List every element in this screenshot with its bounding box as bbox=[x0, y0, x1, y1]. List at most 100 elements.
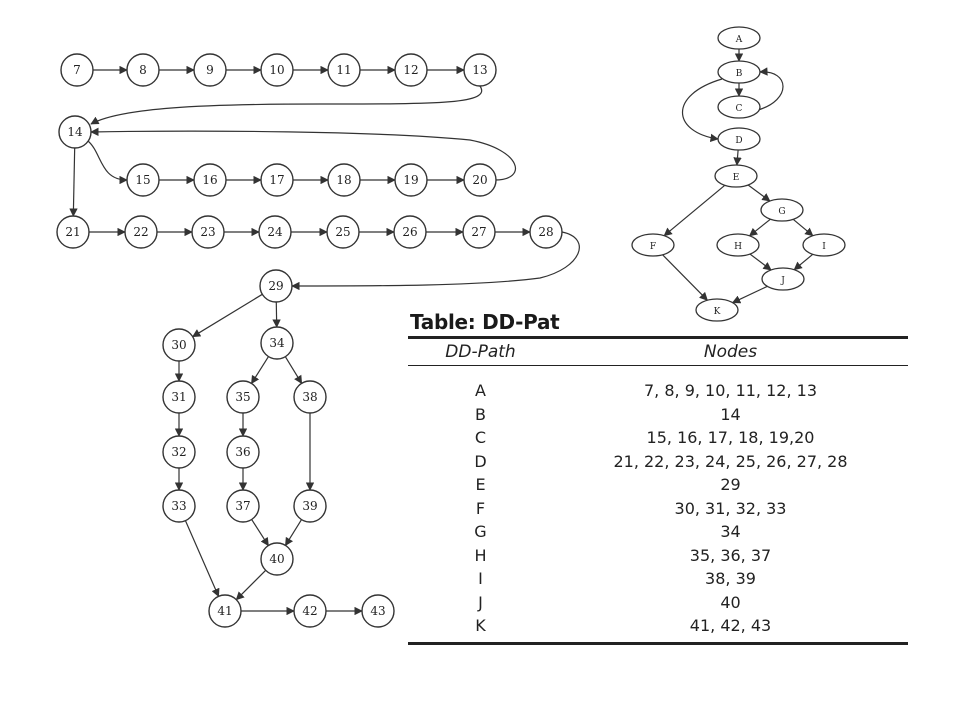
fg-node-shape bbox=[327, 53, 361, 87]
fg-node-label: 26 bbox=[402, 225, 417, 239]
table-header-row: DD-Path Nodes bbox=[408, 339, 908, 365]
flow-graph-edges bbox=[69, 65, 580, 616]
fg-node-label: 32 bbox=[171, 445, 186, 459]
cell-nodes: 40 bbox=[720, 592, 741, 612]
fg-edge-33-41 bbox=[184, 520, 220, 598]
table-row: E 29 bbox=[408, 473, 908, 497]
header-dd-path: DD-Path bbox=[445, 342, 516, 362]
fg-node-shape bbox=[394, 163, 428, 197]
dd-node-I: I bbox=[802, 233, 846, 257]
dd-node-shape bbox=[717, 95, 761, 119]
fg-node-shape bbox=[226, 380, 260, 414]
dd-node-shape bbox=[717, 127, 761, 151]
fg-node-40: 40 bbox=[260, 542, 294, 576]
cell-dd-path: K bbox=[475, 616, 486, 636]
fg-node-label: 31 bbox=[171, 390, 186, 404]
fg-edge-37-40 bbox=[251, 519, 269, 547]
fg-node-32: 32 bbox=[162, 435, 196, 469]
dd-node-shape bbox=[761, 267, 805, 291]
fg-node-11: 11 bbox=[327, 53, 361, 87]
fg-node-label: 13 bbox=[472, 63, 487, 77]
header-nodes: Nodes bbox=[703, 342, 758, 362]
fg-node-shape bbox=[260, 53, 294, 87]
fg-node-29: 29 bbox=[259, 269, 293, 303]
fg-node-shape bbox=[56, 215, 90, 249]
fg-node-label: 34 bbox=[269, 336, 285, 350]
fg-node-label: 41 bbox=[217, 604, 232, 618]
cell-dd-path: C bbox=[474, 428, 487, 448]
dd-node-F: F bbox=[631, 233, 675, 257]
fg-node-label: 35 bbox=[235, 390, 250, 404]
fg-edge-39-40 bbox=[284, 519, 303, 547]
fg-edge-34-38 bbox=[284, 356, 303, 385]
fg-node-label: 36 bbox=[235, 445, 250, 459]
fg-node-label: 29 bbox=[268, 279, 283, 293]
dd-node-shape bbox=[714, 164, 758, 188]
fg-node-shape bbox=[293, 380, 327, 414]
dd-node-label: I bbox=[822, 242, 826, 252]
fg-node-label: 24 bbox=[267, 225, 283, 239]
dd-node-label: D bbox=[735, 136, 742, 146]
fg-node-22: 22 bbox=[124, 215, 158, 249]
fg-node-27: 27 bbox=[462, 215, 496, 249]
table-top-rule bbox=[408, 336, 908, 339]
fg-edge-29-30 bbox=[191, 293, 263, 338]
cell-dd-path: D bbox=[474, 451, 487, 471]
table-title: Table: DD-Pat bbox=[410, 310, 560, 334]
fg-node-36: 36 bbox=[226, 435, 260, 469]
fg-node-38: 38 bbox=[293, 380, 327, 414]
cell-dd-path: E bbox=[475, 475, 486, 495]
fg-node-label: 28 bbox=[538, 225, 553, 239]
fg-node-shape bbox=[191, 215, 225, 249]
fg-node-30: 30 bbox=[162, 328, 196, 362]
dd-edge-I-J bbox=[793, 253, 814, 271]
cell-dd-path: A bbox=[475, 381, 486, 401]
dd-node-shape bbox=[760, 198, 804, 222]
fg-node-label: 10 bbox=[269, 63, 284, 77]
fg-node-label: 18 bbox=[336, 173, 351, 187]
fg-node-shape bbox=[226, 435, 260, 469]
fg-node-16: 16 bbox=[193, 163, 227, 197]
dd-node-label: J bbox=[780, 276, 785, 286]
dd-edge-E-G bbox=[747, 184, 771, 202]
fg-node-label: 7 bbox=[73, 63, 81, 77]
fg-node-shape bbox=[208, 594, 242, 628]
dd-node-J: J bbox=[761, 267, 805, 291]
fg-node-12: 12 bbox=[394, 53, 428, 87]
dd-node-label: H bbox=[734, 242, 742, 252]
cell-nodes: 35, 36, 37 bbox=[689, 545, 772, 565]
fg-node-shape bbox=[293, 489, 327, 523]
dd-node-shape bbox=[716, 233, 760, 257]
fg-node-15: 15 bbox=[126, 163, 160, 197]
fg-node-shape bbox=[462, 215, 496, 249]
fg-node-shape bbox=[126, 53, 160, 87]
dd-edge-C-B bbox=[757, 67, 784, 111]
fg-node-10: 10 bbox=[260, 53, 294, 87]
dd-node-G: G bbox=[760, 198, 804, 222]
fg-node-label: 20 bbox=[472, 173, 487, 187]
fg-node-shape bbox=[162, 380, 196, 414]
fg-node-19: 19 bbox=[394, 163, 428, 197]
cell-nodes: 29 bbox=[720, 475, 741, 495]
fg-node-label: 37 bbox=[235, 499, 250, 513]
fg-node-label: 23 bbox=[200, 225, 215, 239]
fg-edge-20-14 bbox=[90, 127, 516, 181]
dd-edge-B-D bbox=[681, 78, 723, 143]
fg-node-label: 42 bbox=[302, 604, 317, 618]
fg-node-shape bbox=[259, 269, 293, 303]
fg-edge-13-14 bbox=[90, 85, 483, 125]
fg-node-label: 21 bbox=[65, 225, 80, 239]
dd-edge-E-F bbox=[663, 184, 726, 237]
cell-dd-path: F bbox=[475, 498, 486, 518]
fg-node-shape bbox=[293, 594, 327, 628]
fg-edge-34-35 bbox=[251, 356, 269, 385]
fg-node-label: 11 bbox=[336, 63, 351, 77]
fg-node-shape bbox=[226, 489, 260, 523]
fg-node-shape bbox=[162, 328, 196, 362]
